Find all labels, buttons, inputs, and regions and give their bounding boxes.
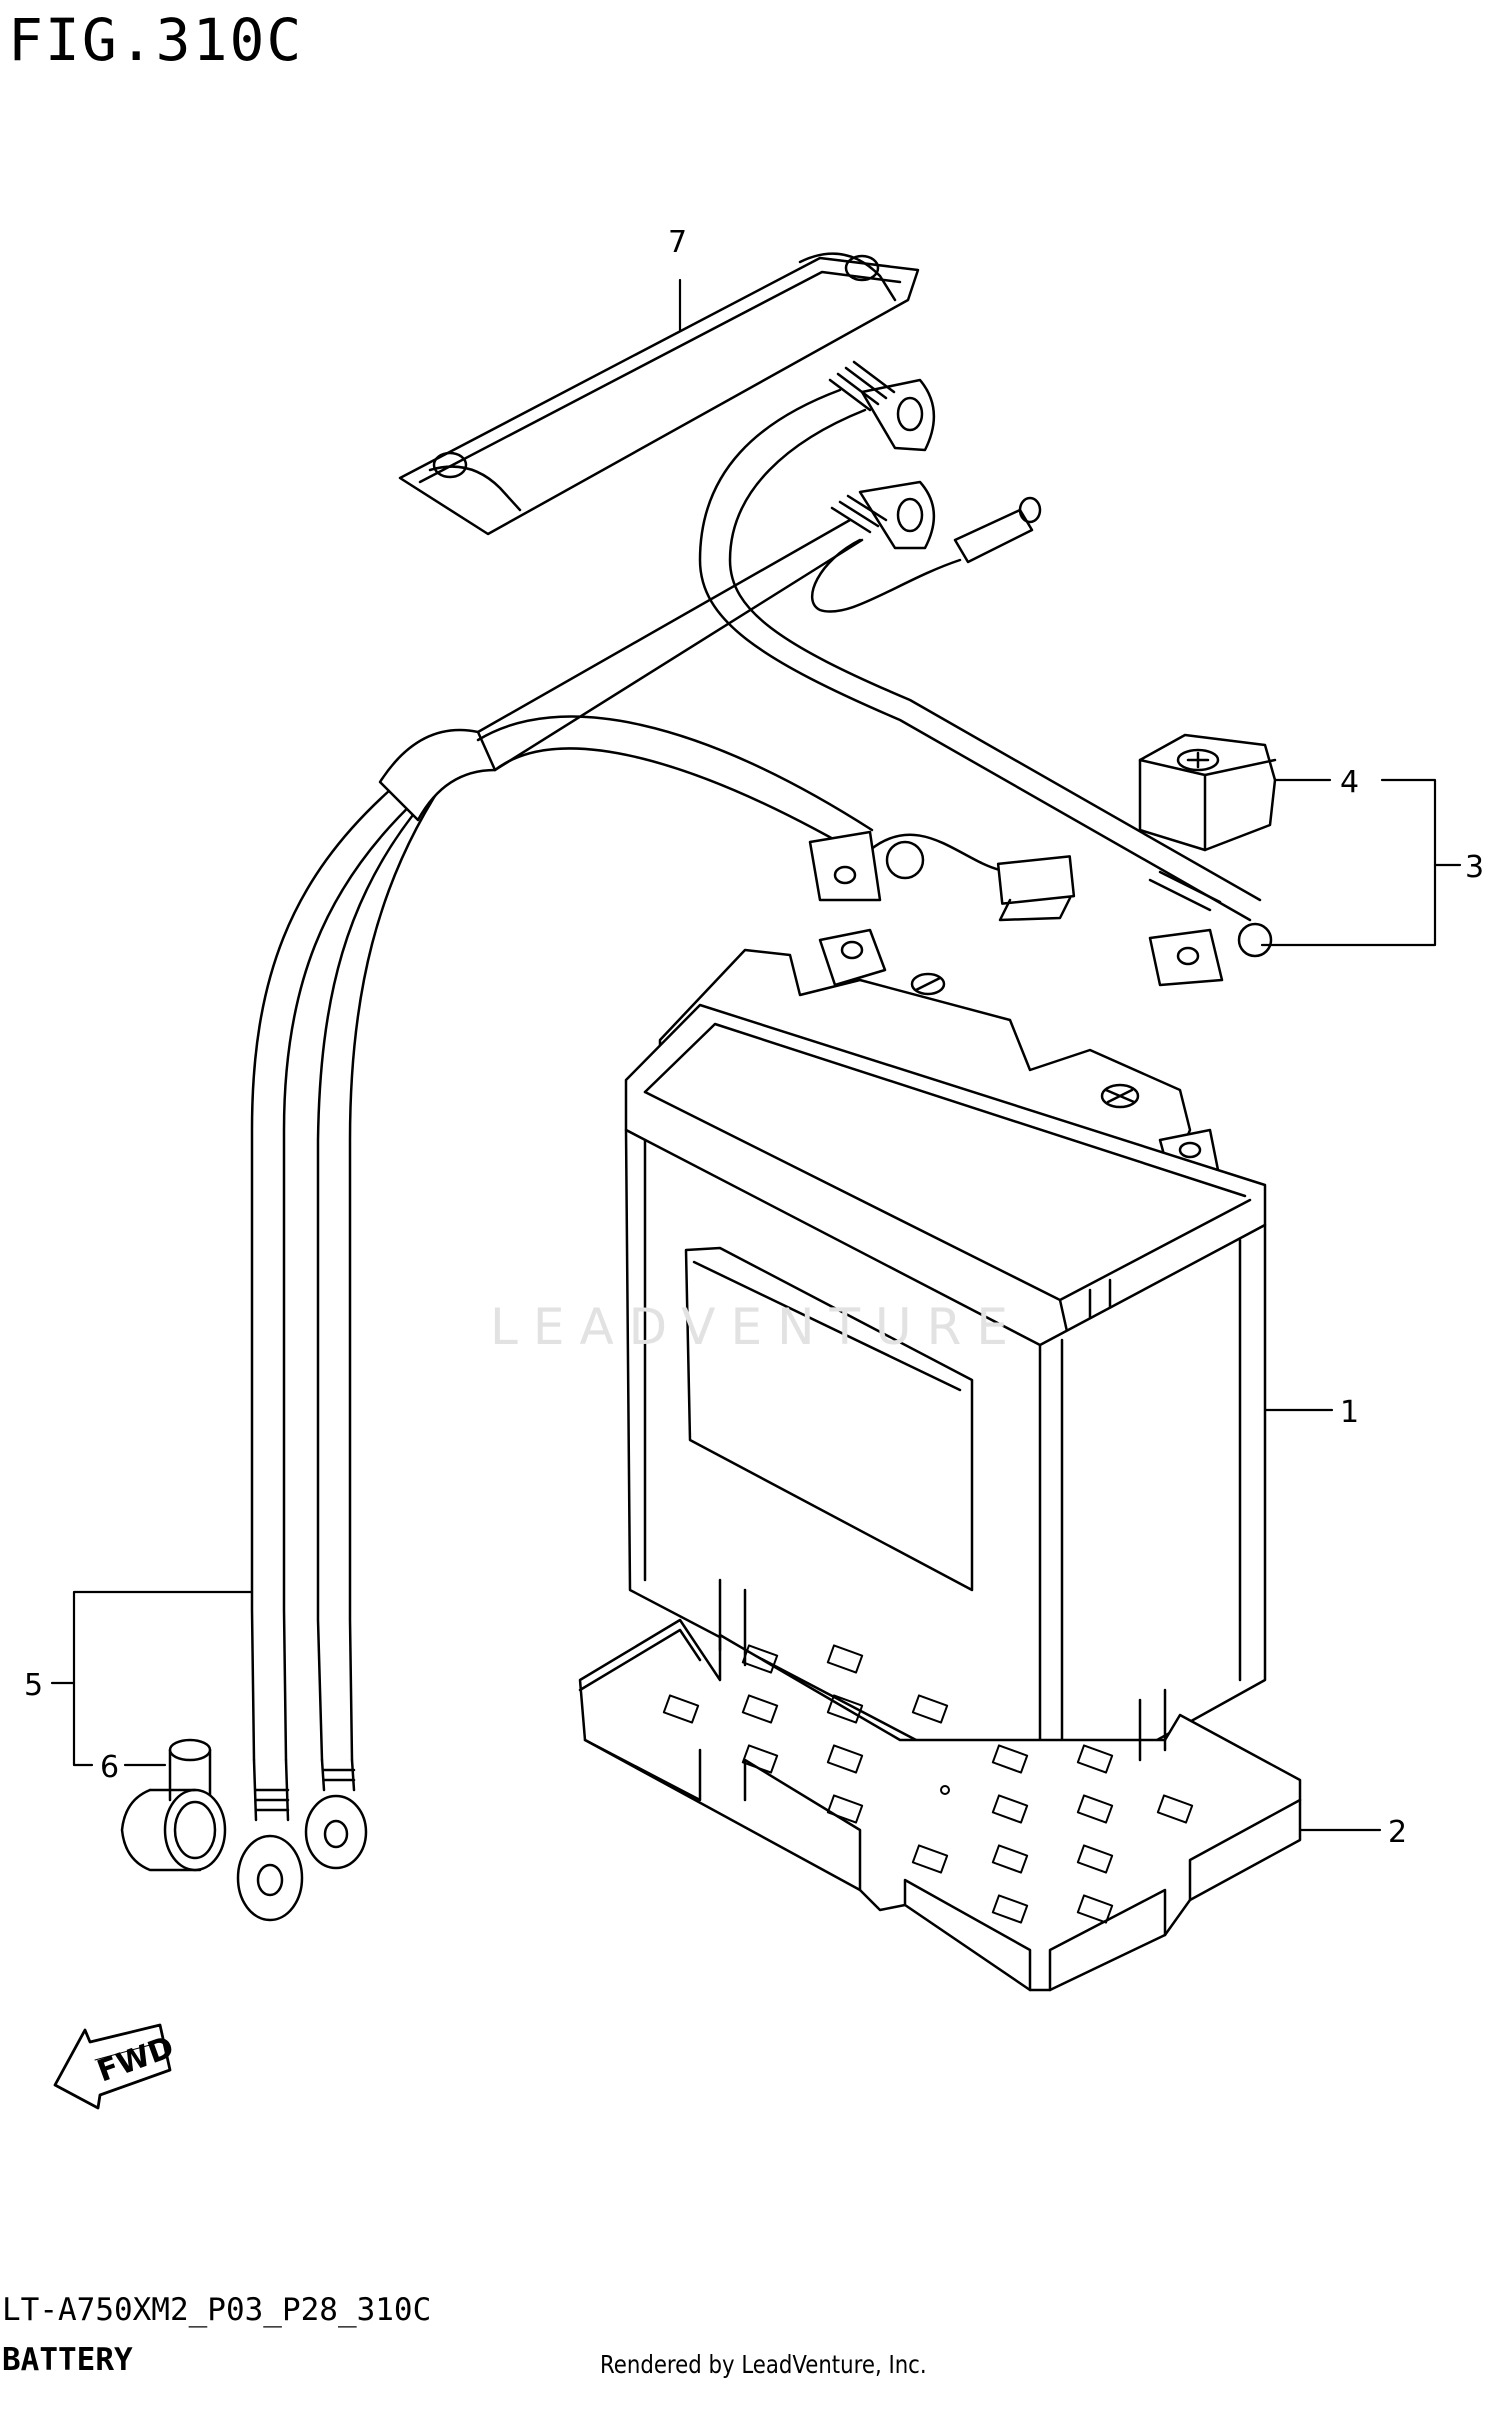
- callout-1: 1: [1340, 1395, 1360, 1430]
- section-name: BATTERY: [2, 2342, 133, 2378]
- callout-3: 3: [1465, 850, 1485, 885]
- leader-lines: [50, 278, 1462, 1832]
- model-code: LT-A750XM2_P03_P28_310C: [2, 2292, 432, 2328]
- battery-cable-assembly: [698, 360, 1273, 987]
- callout-7: 7: [668, 225, 688, 260]
- terminal-boot: [120, 1738, 227, 1872]
- battery: [624, 928, 1267, 1807]
- ground-cable-assembly: [236, 518, 874, 1922]
- callout-2: 2: [1388, 1815, 1408, 1850]
- battery-tray: [578, 1578, 1302, 1992]
- battery-strap: [398, 252, 920, 536]
- callout-4: 4: [1340, 765, 1360, 800]
- callout-6: 6: [100, 1750, 120, 1785]
- terminal-cap: [1138, 733, 1277, 852]
- callout-5: 5: [24, 1668, 44, 1703]
- fwd-arrow: [53, 2023, 172, 2110]
- watermark: LEADVENTURE: [490, 1298, 1023, 1356]
- figure-title: FIG.310C: [8, 6, 304, 74]
- render-credit: Rendered by LeadVenture, Inc.: [600, 2350, 927, 2379]
